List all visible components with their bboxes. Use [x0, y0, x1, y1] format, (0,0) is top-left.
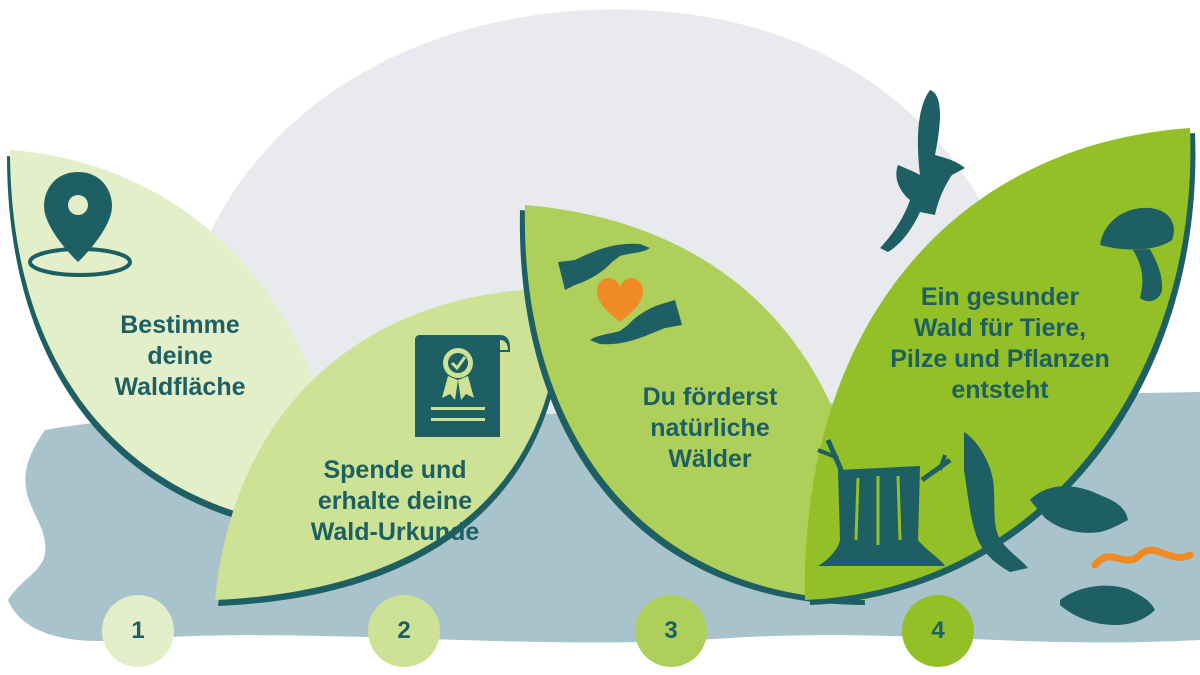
step-4-number: 4: [902, 595, 974, 667]
step-1-number: 1: [102, 595, 174, 667]
mushroom-icon: [1100, 207, 1174, 302]
oak-leaf-icon: [1030, 486, 1155, 625]
forest-life-icon: [817, 90, 1194, 625]
worm-icon: [1091, 546, 1194, 569]
woodpecker-icon: [964, 432, 1028, 572]
bird-icon: [880, 90, 965, 252]
step-2-number: 2: [368, 595, 440, 667]
certificate-icon: [415, 335, 510, 437]
location-pin-icon: [28, 172, 132, 277]
step-3-number: 3: [635, 595, 707, 667]
backdrop-arc: [170, 9, 1040, 420]
hands-heart-icon: [558, 243, 682, 345]
tree-stump-icon: [817, 438, 952, 566]
